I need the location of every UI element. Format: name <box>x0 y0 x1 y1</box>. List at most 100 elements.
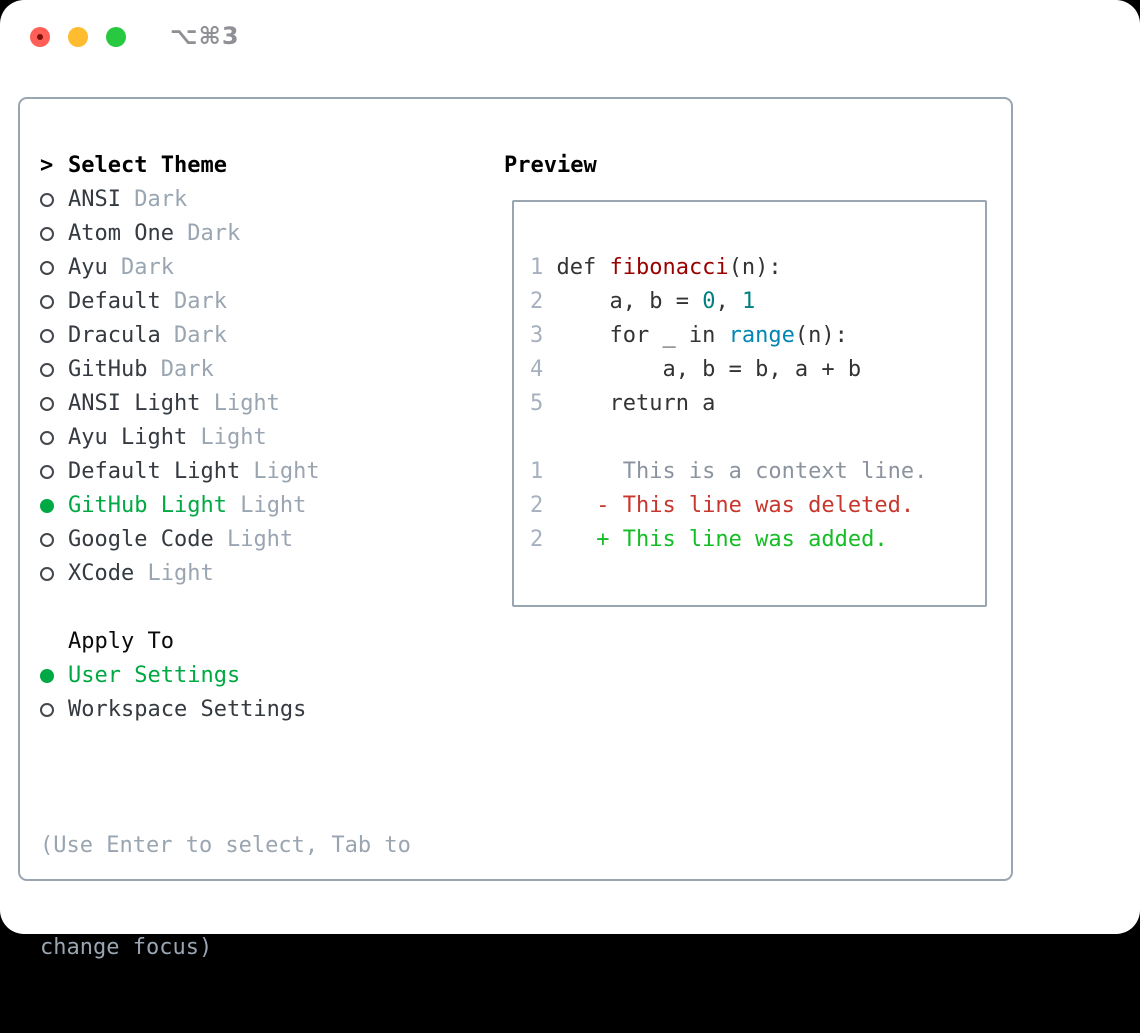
radio-icon <box>40 227 54 241</box>
theme-variant-tag: Dark <box>147 357 214 382</box>
radio-icon <box>40 329 54 343</box>
hint-line-2: change focus) <box>40 935 213 960</box>
theme-variant-tag: Dark <box>107 255 174 280</box>
window-title-shortcut: ⌥⌘3 <box>170 22 240 50</box>
focus-arrow-icon: > <box>40 153 54 178</box>
minimize-button[interactable] <box>68 27 88 47</box>
code-line: 3 for _ in range(n): <box>530 319 985 353</box>
code-token: , <box>715 289 742 314</box>
code-token: 0 <box>702 289 716 314</box>
apply-to-title: Apply To <box>68 629 174 654</box>
theme-variant-tag: Dark <box>120 187 188 212</box>
line-number: 1 <box>530 255 544 280</box>
theme-variant-tag: Light <box>200 391 280 416</box>
theme-option-ansi-light[interactable]: ANSI Light Light <box>40 387 411 421</box>
theme-name: XCode <box>68 561 135 586</box>
theme-name: Dracula <box>68 323 161 348</box>
theme-variant-tag: Dark <box>160 289 227 314</box>
radio-selected-icon <box>40 669 54 683</box>
theme-option-default[interactable]: Default Dark <box>40 285 411 319</box>
line-number: 3 <box>530 323 544 348</box>
theme-option-google-code[interactable]: Google Code Light <box>40 523 411 557</box>
code-line: 2 a, b = 0, 1 <box>530 285 985 319</box>
theme-name: Google Code <box>68 527 214 552</box>
apply-option-label: User Settings <box>68 663 241 688</box>
theme-name: ANSI Light <box>68 391 201 416</box>
select-theme-title: Select Theme <box>68 153 227 178</box>
theme-name: GitHub <box>68 357 148 382</box>
theme-option-ayu-light[interactable]: Ayu Light Light <box>40 421 411 455</box>
theme-option-xcode[interactable]: XCode Light <box>40 557 411 591</box>
radio-icon <box>40 703 54 717</box>
theme-option-atom-one[interactable]: Atom One Dark <box>40 217 411 251</box>
code-line: 1 This is a context line. <box>530 455 985 489</box>
theme-option-ayu[interactable]: Ayu Dark <box>40 251 411 285</box>
radio-icon <box>40 431 54 445</box>
radio-selected-icon <box>40 499 54 513</box>
code-token: return a <box>556 391 716 416</box>
theme-variant-tag: Dark <box>160 323 227 348</box>
line-number: 1 <box>530 459 544 484</box>
code-token: for _ in <box>556 323 729 348</box>
radio-icon <box>40 193 54 207</box>
code-token: a, b = <box>556 289 703 314</box>
theme-option-github-light[interactable]: GitHub Light Light <box>40 489 411 523</box>
theme-name: Ayu Light <box>68 425 188 450</box>
radio-icon <box>40 295 54 309</box>
theme-name: GitHub Light <box>68 493 227 518</box>
theme-option-ansi[interactable]: ANSI Dark <box>40 183 411 217</box>
radio-icon <box>40 533 54 547</box>
close-button[interactable] <box>30 27 50 47</box>
theme-option-github[interactable]: GitHub Dark <box>40 353 411 387</box>
preview-header: Preview <box>504 153 597 178</box>
maximize-button[interactable] <box>106 27 126 47</box>
code-token: def <box>556 255 610 280</box>
theme-name: Ayu <box>68 255 108 280</box>
radio-icon <box>40 465 54 479</box>
radio-icon <box>40 261 54 275</box>
code-token: range <box>728 323 795 348</box>
line-number: 2 <box>530 527 544 552</box>
hint-line-1: (Use Enter to select, Tab to <box>40 833 411 858</box>
line-number: 2 <box>530 493 544 518</box>
titlebar: ⌥⌘3 <box>0 0 1140 70</box>
theme-variant-tag: Light <box>240 459 320 484</box>
theme-variant-tag: Light <box>134 561 214 586</box>
code-token: a, b = b, a + b <box>556 357 862 382</box>
radio-icon <box>40 567 54 581</box>
theme-variant-tag: Light <box>226 493 307 518</box>
line-number: 5 <box>530 391 544 416</box>
line-number: 2 <box>530 289 544 314</box>
code-line: 4 a, b = b, a + b <box>530 353 985 387</box>
theme-variant-tag: Dark <box>173 221 241 246</box>
code-line: 1 def fibonacci(n): <box>530 251 985 285</box>
theme-name: ANSI <box>68 187 121 212</box>
code-token: (n): <box>794 323 848 348</box>
apply-option-label: Workspace Settings <box>68 697 307 722</box>
theme-option-dracula[interactable]: Dracula Dark <box>40 319 411 353</box>
theme-name: Atom One <box>68 221 174 246</box>
code-token: - This line was deleted. <box>556 493 915 518</box>
theme-variant-tag: Light <box>187 425 267 450</box>
code-line: 2 - This line was deleted. <box>530 489 985 523</box>
code-token: + This line was added. <box>556 527 888 552</box>
code-token: (n): <box>728 255 782 280</box>
theme-variant-tag: Light <box>213 527 294 552</box>
code-line: 2 + This line was added. <box>530 523 985 557</box>
code-line <box>530 421 985 455</box>
theme-name: Default Light <box>68 459 241 484</box>
theme-name: Default <box>68 289 161 314</box>
code-token: fibonacci <box>609 255 729 280</box>
line-number: 4 <box>530 357 544 382</box>
theme-option-default-light[interactable]: Default Light Light <box>40 455 411 489</box>
hint-text: (Use Enter to select, Tab to change focu… <box>40 761 411 1033</box>
code-token: 1 <box>741 289 756 314</box>
apply-option-user-settings[interactable]: User Settings <box>40 659 411 693</box>
apply-option-workspace-settings[interactable]: Workspace Settings <box>40 693 411 727</box>
